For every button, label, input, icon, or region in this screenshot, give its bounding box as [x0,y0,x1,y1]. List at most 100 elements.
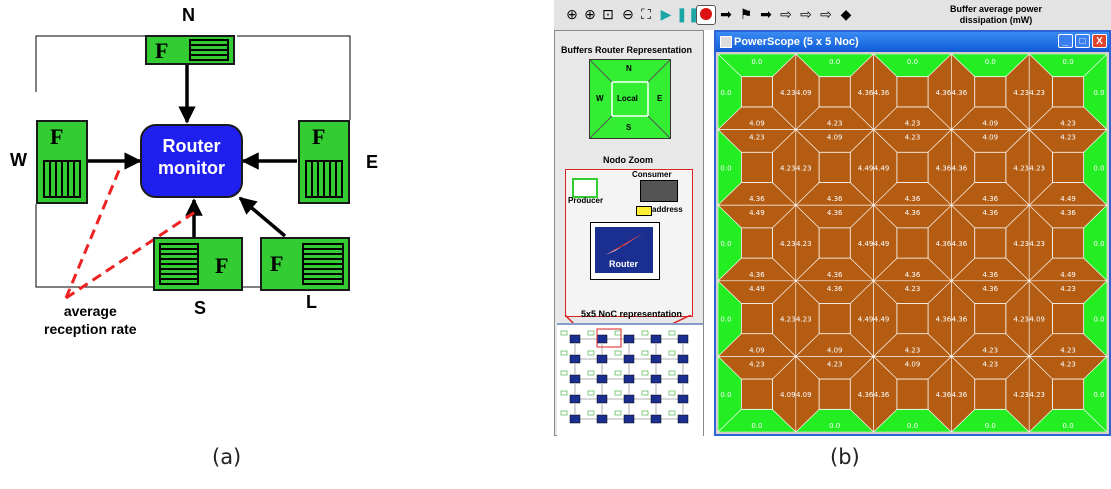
east-f-letter: F [312,124,326,149]
address-box [636,206,652,216]
noc-router-2-1 [596,374,608,384]
powerscope-window: PowerScope (5 x 5 Noc) _ □ X 0.0 4.09 0.0 4… [714,30,1111,436]
south-f-letter: F [215,253,229,278]
value-west-4-0: 0.0 [720,391,731,399]
maximize-button[interactable]: □ [1075,34,1090,48]
buffers-title: Buffers Router Representation [561,45,693,55]
value-north-3-0: 4.49 [749,285,765,293]
value-west-4-2: 4.36 [874,391,890,399]
north-label: N [182,5,195,25]
value-east-3-3: 4.23 [1013,316,1029,324]
play-icon[interactable]: ▶ [660,6,672,22]
value-south-0-2: 4.23 [905,120,921,128]
value-south-4-0: 0.0 [751,422,762,430]
fullscreen-icon[interactable]: ⛶ [641,6,651,22]
value-east-4-3: 4.23 [1013,391,1029,399]
diagram-a: N W E S L F F F F F Router monitor avera… [0,0,470,489]
value-south-1-4: 4.49 [1060,195,1076,203]
value-north-1-0: 4.23 [749,134,765,142]
value-north-2-3: 4.36 [983,209,999,217]
zoom-out-icon[interactable]: ⊖ [622,6,634,22]
value-east-3-1: 4.49 [858,316,874,324]
noc-producer-4-4 [668,410,676,416]
value-south-2-0: 4.36 [749,271,765,279]
noc-producer-4-0 [560,410,568,416]
local-queue [302,243,344,285]
value-west-1-4: 4.23 [1029,164,1045,172]
value-west-1-3: 4.36 [952,164,968,172]
arrow-flag-icon[interactable]: ⚑ [739,6,753,22]
value-east-2-4: 0.0 [1093,240,1104,248]
value-north-1-2: 4.23 [905,134,921,142]
arrow-right-icon[interactable]: ➡ [720,6,732,22]
frame-line-ne [237,35,351,120]
value-west-3-4: 4.09 [1029,316,1045,324]
local-3-0 [740,303,773,335]
minimize-button[interactable]: _ [1058,34,1073,48]
arrow-outline-3-icon[interactable]: ⇨ [820,6,832,22]
noc-router-2-4 [677,374,689,384]
noc-router-1-4 [677,354,689,364]
value-east-4-1: 4.36 [858,391,874,399]
noc-router-3-4 [677,394,689,404]
value-east-1-0: 4.23 [780,164,796,172]
noc-producer-3-2 [614,390,622,396]
value-west-3-2: 4.49 [874,316,890,324]
south-buffer: F [153,237,243,291]
noc-producer-1-3 [641,350,649,356]
value-north-2-4: 4.36 [1060,209,1076,217]
arrow-local [238,196,287,238]
value-north-4-3: 4.23 [983,360,999,368]
local-f-letter: F [270,251,284,276]
value-east-3-0: 4.23 [780,316,796,324]
value-east-4-2: 4.36 [936,391,952,399]
close-button[interactable]: X [1092,34,1107,48]
zoom-in-icon[interactable]: ⊕ [566,6,578,22]
south-queue [159,243,199,285]
value-south-2-4: 4.49 [1060,271,1076,279]
noc-producer-0-4 [668,330,676,336]
noc-producer-4-3 [641,410,649,416]
value-north-0-0: 0.0 [751,58,762,66]
consumer-box [640,180,678,202]
router-monitor: Router monitor [140,124,243,198]
value-south-3-0: 4.09 [749,346,765,354]
noc-router-2-3 [650,374,662,384]
arrow-outline-icon[interactable]: ⇨ [780,6,792,22]
local-2-0 [740,227,773,259]
local-0-2 [896,76,929,108]
producer-label: Producer [568,196,604,205]
zoom-in-2-icon[interactable]: ⊕ [584,6,596,22]
value-south-1-2: 4.36 [905,195,921,203]
local-2-1 [818,227,851,259]
value-west-4-4: 4.23 [1029,391,1045,399]
powerscope-titlebar: PowerScope (5 x 5 Noc) _ □ X [716,32,1109,52]
noc-producer-2-4 [668,370,676,376]
value-south-4-2: 0.0 [907,422,918,430]
reception-rate-label: average reception rate [44,303,137,337]
arrow-outline-2-icon[interactable]: ⇨ [800,6,812,22]
router-label: Router [609,259,638,269]
noc-producer-3-4 [668,390,676,396]
power-annotation: Buffer average power dissipation (mW) [950,4,1043,25]
value-north-0-2: 0.0 [907,58,918,66]
value-south-4-3: 0.0 [985,422,996,430]
caption-b: (b) [830,445,860,469]
consumer-label: Consumer [632,170,672,179]
zoom-fit-icon[interactable]: ⊡ [602,6,614,22]
value-east-0-3: 4.23 [1013,89,1029,97]
noc-router-0-2 [623,334,635,344]
value-north-1-3: 4.09 [983,134,999,142]
value-south-3-4: 4.23 [1060,346,1076,354]
router-box: Router [590,222,660,280]
buf-w-label: W [596,94,604,103]
arrow-fat-icon[interactable]: ➡ [760,6,772,22]
record-icon[interactable] [696,5,716,25]
value-south-0-1: 4.23 [827,120,843,128]
local-1-4 [1052,151,1085,183]
diamond-icon[interactable]: ◆ [840,6,852,22]
value-south-0-3: 4.09 [983,120,999,128]
local-4-4 [1052,378,1085,410]
value-east-1-2: 4.36 [936,164,952,172]
east-label: E [366,152,379,172]
